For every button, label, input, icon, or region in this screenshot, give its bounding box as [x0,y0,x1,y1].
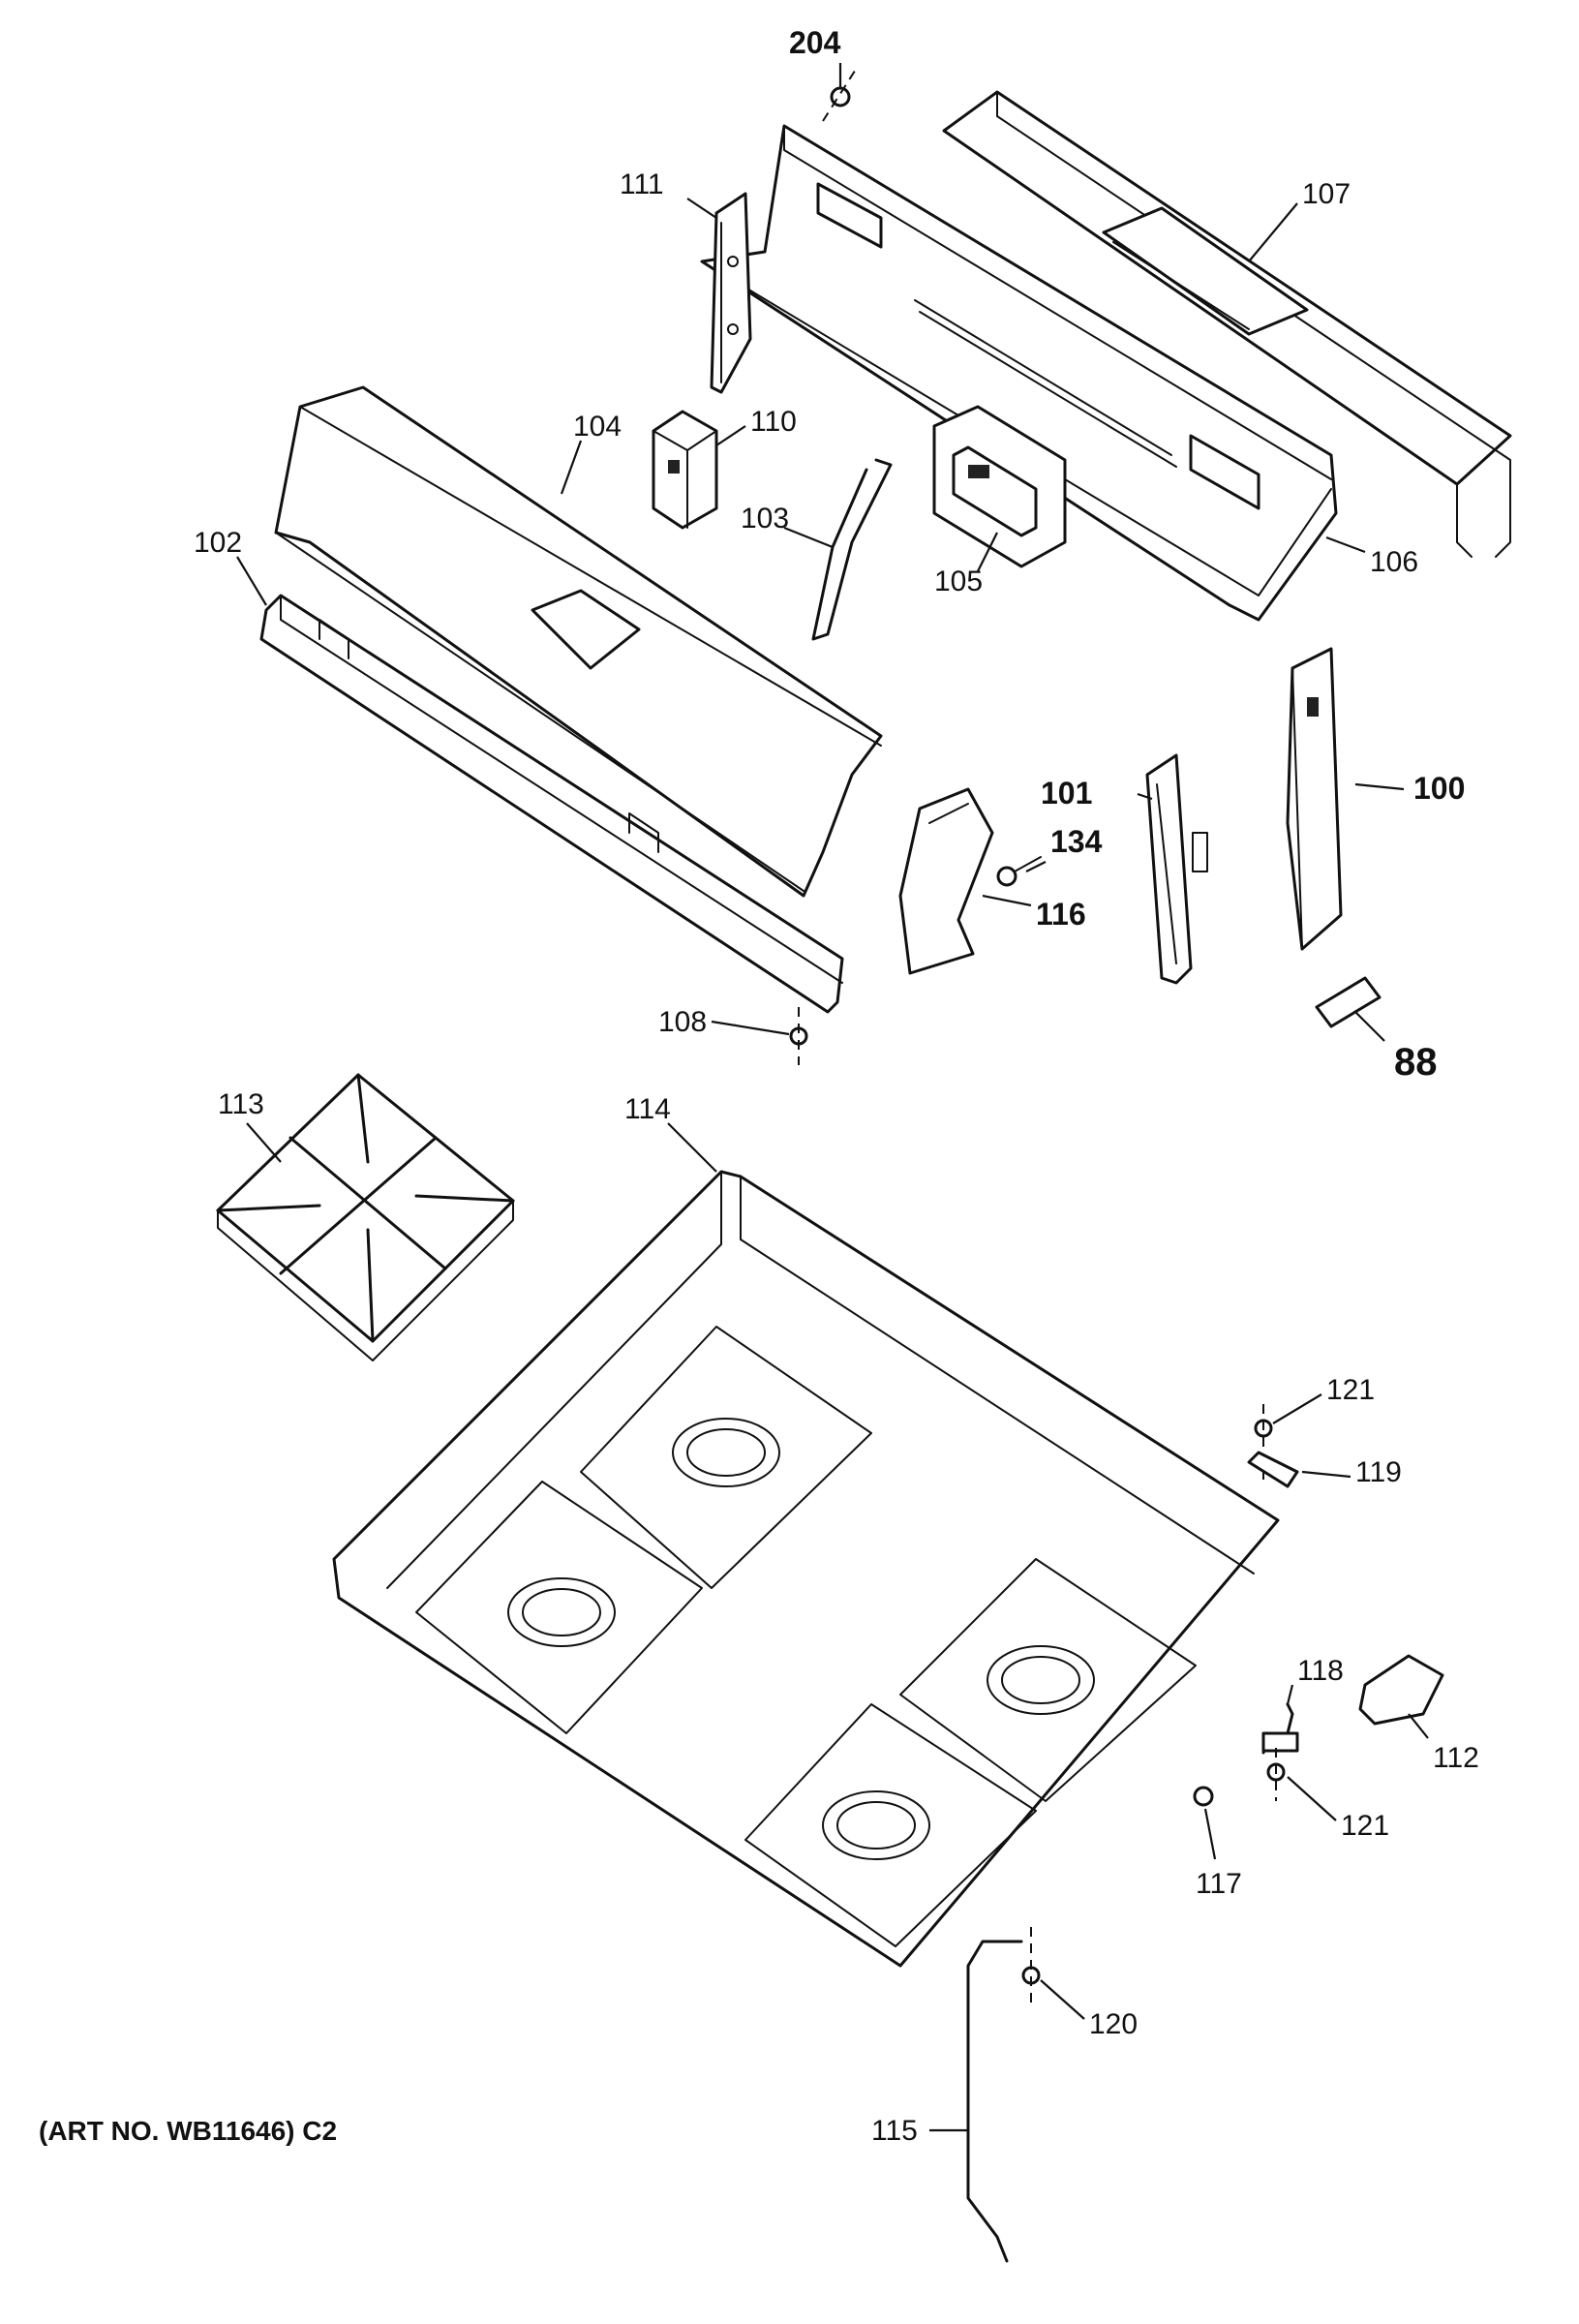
label-101: 101 [1041,776,1092,810]
screw-121-bottom [1266,1748,1286,1801]
label-110: 110 [750,406,797,438]
trim-strip [259,594,844,1014]
backguard-panel [700,124,1338,622]
nut-117 [1193,1786,1214,1807]
screw-204 [822,67,858,122]
bracket-101 [1145,753,1208,985]
screw-134 [996,856,1042,887]
label-118: 118 [1297,1655,1344,1687]
label-108: 108 [658,1006,707,1038]
label-117: 117 [1196,1868,1242,1900]
cooktop-114 [332,1170,1280,1968]
screw-108 [789,1007,808,1065]
label-104: 104 [573,411,622,443]
label-103: 103 [741,503,789,535]
label-111: 111 [620,168,664,200]
part-labels: 204 111 107 104 110 103 102 105 106 101 … [194,25,1479,2147]
leader-lines [236,63,1429,2132]
label-106: 106 [1370,546,1418,578]
screw-121-top [1254,1404,1273,1482]
label-204: 204 [789,25,841,60]
label-119: 119 [1355,1456,1402,1488]
label-102: 102 [194,527,242,559]
rod-115 [966,1940,1023,2263]
label-114: 114 [624,1093,671,1125]
label-121-top: 121 [1326,1374,1375,1406]
label-107: 107 [1302,178,1351,210]
clip-112 [1358,1654,1444,1726]
label-115: 115 [871,2115,918,2147]
trim-piece-88 [1315,976,1382,1028]
end-cap-116 [898,787,994,975]
bracket-103 [811,458,893,641]
bracket-118 [1261,1702,1299,1755]
label-100: 100 [1413,771,1465,806]
switch-110 [652,410,718,530]
clock-105 [932,405,1067,568]
label-105: 105 [934,566,983,597]
control-panel [274,385,883,898]
label-134: 134 [1050,824,1103,859]
top-cover [942,90,1512,558]
label-120: 120 [1089,2008,1138,2040]
art-number: (ART NO. WB11646) C2 [39,2116,337,2146]
burner-grate-113 [216,1073,515,1361]
label-121-bottom: 121 [1341,1810,1389,1842]
label-112: 112 [1433,1742,1479,1774]
screw-120 [1021,1927,1041,2004]
label-116: 116 [1036,897,1086,932]
bracket-119 [1247,1451,1299,1488]
label-88: 88 [1394,1041,1438,1084]
side-panel-100 [1286,647,1343,951]
bracket-111 [710,192,752,394]
label-113: 113 [218,1088,264,1120]
